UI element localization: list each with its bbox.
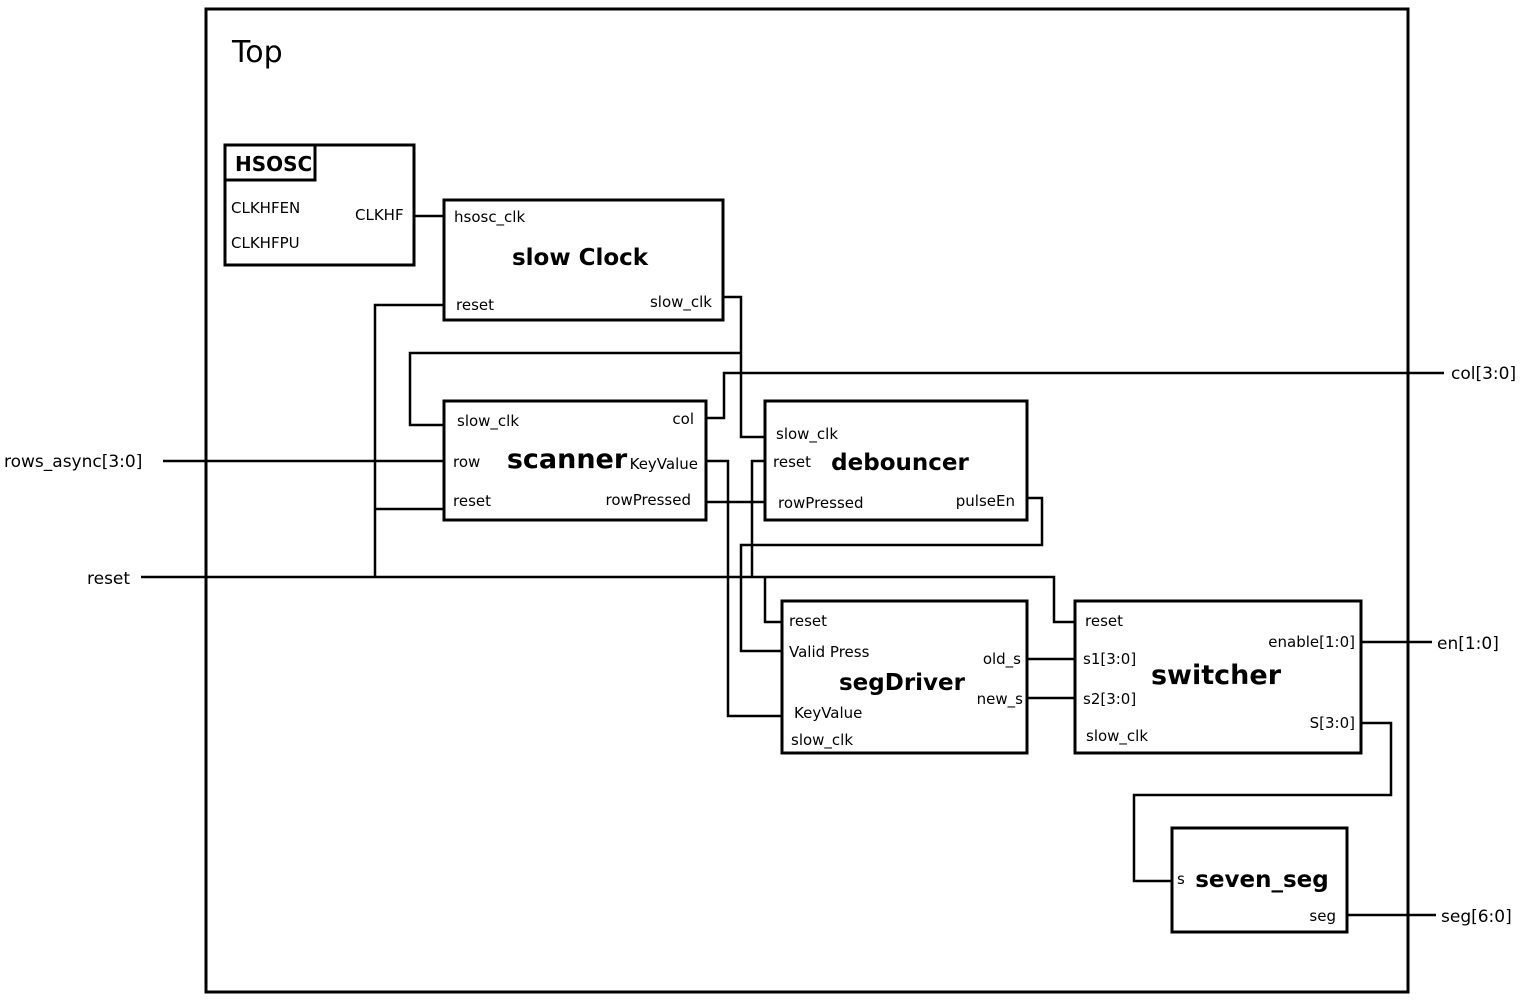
external-col: col[3:0] bbox=[1451, 364, 1516, 384]
segdriver-title: segDriver bbox=[839, 670, 966, 696]
external-rows-async: rows_async[3:0] bbox=[4, 452, 142, 472]
segdriver-port-new-s: new_s bbox=[977, 690, 1024, 709]
segdriver-port-slow-clk: slow_clk bbox=[791, 731, 853, 750]
hsosc-title: HSOSC bbox=[235, 152, 312, 176]
slow-clock-port-slow-clk: slow_clk bbox=[650, 293, 712, 312]
switcher-port-s2: s2[3:0] bbox=[1083, 690, 1136, 708]
slow-clock-title: slow Clock bbox=[512, 245, 649, 271]
debouncer-block: debouncer slow_clk reset rowPressed puls… bbox=[763, 399, 1029, 522]
wire-keyvalue bbox=[706, 459, 782, 718]
wire-reset-segdriver bbox=[763, 577, 782, 624]
seven-seg-port-s: s bbox=[1177, 870, 1185, 888]
seven-seg-title: seven_seg bbox=[1195, 867, 1329, 893]
switcher-port-slow-clk: slow_clk bbox=[1086, 727, 1148, 746]
hsosc-title-box bbox=[223, 143, 317, 182]
wire-slow-clk-debouncer bbox=[723, 295, 765, 439]
debouncer-port-slow-clk: slow_clk bbox=[776, 425, 838, 444]
scanner-port-rowpressed: rowPressed bbox=[605, 491, 691, 509]
top-module-title: Top bbox=[231, 35, 283, 70]
scanner-title: scanner bbox=[507, 444, 628, 475]
switcher-block: switcher reset s1[3:0] s2[3:0] slow_clk … bbox=[1073, 599, 1363, 755]
segdriver-port-old-s: old_s bbox=[983, 650, 1021, 669]
switcher-box bbox=[1073, 599, 1363, 755]
segdriver-port-validpress: Valid Press bbox=[789, 643, 870, 661]
debouncer-title: debouncer bbox=[831, 450, 969, 476]
hsosc-port-clkhfen: CLKHFEN bbox=[231, 199, 300, 217]
debouncer-port-reset: reset bbox=[773, 453, 811, 471]
external-en: en[1:0] bbox=[1437, 634, 1499, 654]
wire-col bbox=[706, 371, 1444, 420]
external-seg: seg[6:0] bbox=[1441, 907, 1512, 927]
debouncer-port-pulseen: pulseEn bbox=[956, 492, 1015, 510]
slow-clock-port-hsosc-clk: hsosc_clk bbox=[454, 208, 525, 227]
scanner-port-keyvalue: KeyValue bbox=[630, 455, 698, 473]
debouncer-port-rowpressed: rowPressed bbox=[778, 494, 864, 512]
switcher-port-reset: reset bbox=[1085, 612, 1123, 630]
external-reset: reset bbox=[87, 569, 130, 589]
seven-seg-port-seg: seg bbox=[1309, 907, 1336, 925]
scanner-port-col: col bbox=[672, 410, 694, 428]
hsosc-block: HSOSC CLKHFEN CLKHFPU CLKHF bbox=[223, 143, 416, 267]
scanner-port-slow-clk: slow_clk bbox=[457, 412, 519, 431]
wires bbox=[141, 214, 1444, 917]
switcher-port-s1: s1[3:0] bbox=[1083, 650, 1136, 668]
scanner-box bbox=[442, 399, 708, 522]
wire-reset-slow-clock bbox=[373, 303, 444, 577]
slow-clock-block: slow Clock hsosc_clk reset slow_clk bbox=[442, 198, 725, 322]
wire-s bbox=[1132, 721, 1393, 883]
segdriver-box bbox=[780, 599, 1029, 755]
segdriver-block: segDriver reset Valid Press KeyValue slo… bbox=[780, 599, 1029, 755]
wire-reset-main bbox=[141, 575, 1075, 624]
debouncer-box bbox=[763, 399, 1029, 522]
switcher-port-enable: enable[1:0] bbox=[1268, 633, 1355, 651]
scanner-port-reset: reset bbox=[453, 492, 491, 510]
hsosc-port-clkhf: CLKHF bbox=[355, 206, 404, 224]
slow-clock-box bbox=[442, 198, 725, 322]
seven-seg-box bbox=[1170, 826, 1349, 934]
seven-seg-block: seven_seg s seg bbox=[1170, 826, 1349, 934]
segdriver-port-reset: reset bbox=[789, 612, 827, 630]
wire-reset-debouncer bbox=[750, 459, 765, 577]
slow-clock-port-reset: reset bbox=[456, 296, 494, 314]
segdriver-port-keyvalue: KeyValue bbox=[794, 704, 862, 722]
switcher-title: switcher bbox=[1151, 660, 1282, 691]
wire-slow-clk-scanner bbox=[408, 351, 741, 427]
switcher-port-s: S[3:0] bbox=[1310, 714, 1355, 732]
hsosc-port-clkhfpu: CLKHFPU bbox=[231, 234, 300, 252]
scanner-port-row: row bbox=[453, 453, 480, 471]
top-module-frame bbox=[204, 7, 1410, 994]
wire-pulseen bbox=[739, 496, 1044, 653]
scanner-block: scanner slow_clk row reset col KeyValue … bbox=[442, 399, 708, 522]
